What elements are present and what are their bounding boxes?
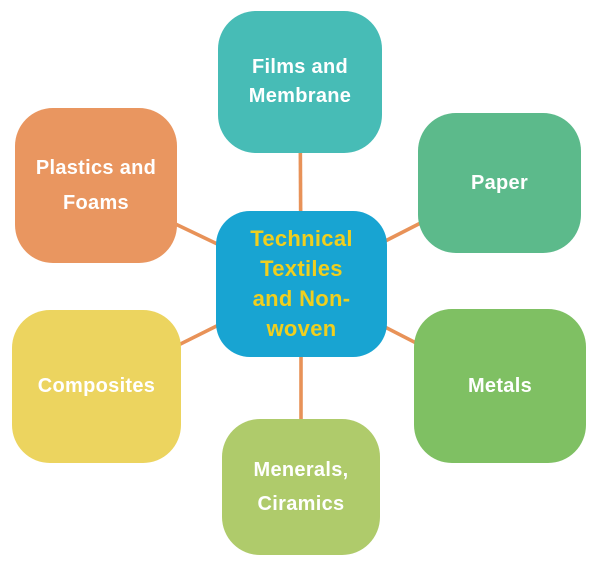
node-metals-label: Metals [467,374,533,397]
node-metals: Metals [414,309,586,463]
node-films-membrane: Films and Membrane [218,11,382,153]
node-technical-textiles-nonwoven: Technical Textiles and Non- woven [216,211,387,357]
node-paper: Paper [418,113,581,253]
node-plastics-foams-label: Plastics and Foams [35,156,157,214]
node-films-membrane-label: Films and Membrane [248,56,352,107]
node-technical-textiles-nonwoven-label: Technical Textiles and Non- woven [250,226,353,341]
node-minerals-ceramics-label: Menerals, Ciramics [253,459,349,515]
node-paper-label: Paper [470,171,529,194]
node-minerals-ceramics: Menerals, Ciramics [222,419,380,555]
node-composites: Composites [12,310,181,463]
node-plastics-foams: Plastics and Foams [15,108,177,263]
node-composites-label: Composites [37,375,156,397]
